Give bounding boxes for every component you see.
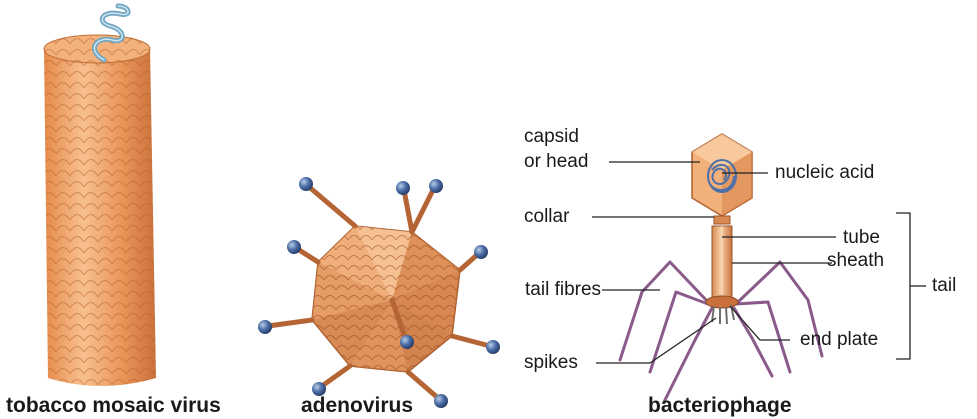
label-or-head: or head <box>524 151 588 173</box>
label-collar: collar <box>524 206 569 228</box>
adenovirus <box>258 177 500 408</box>
label-nucleic-acid: nucleic acid <box>775 162 874 184</box>
label-spikes: spikes <box>524 352 578 374</box>
label-tail-fibres: tail fibres <box>525 279 601 301</box>
label-end-plate: end plate <box>800 329 878 351</box>
tobacco-mosaic-virus <box>44 6 156 386</box>
label-tail: tail <box>932 275 956 297</box>
phage-end-plate <box>706 296 738 308</box>
label-capsid: capsid <box>524 126 579 148</box>
phage-collar <box>714 216 730 224</box>
caption-tobacco-mosaic-virus: tobacco mosaic virus <box>6 394 221 418</box>
label-sheath: sheath <box>827 250 884 272</box>
caption-adenovirus: adenovirus <box>301 394 413 418</box>
caption-bacteriophage: bacteriophage <box>648 394 792 418</box>
label-tube: tube <box>843 227 880 249</box>
